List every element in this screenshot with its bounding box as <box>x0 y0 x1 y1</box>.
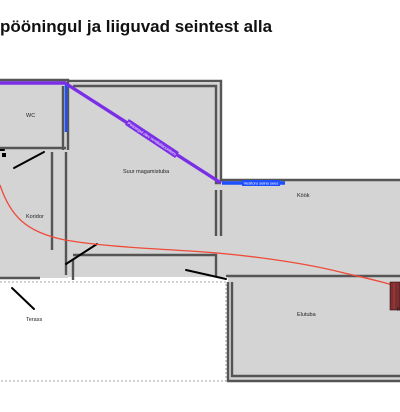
walls <box>0 78 400 383</box>
door-wc <box>13 151 45 169</box>
unit-tag: K <box>397 307 400 313</box>
fixture-mark <box>2 153 6 157</box>
wall-duct-label: Vesitoru seina sees <box>244 181 279 186</box>
cable-route <box>0 184 396 287</box>
room-label-suur-magamistuba: Suur magamistuba <box>123 169 170 175</box>
floor-kook <box>221 180 400 276</box>
unit-box <box>389 281 400 311</box>
floor-elutuba <box>228 276 400 380</box>
room-label-kook: Köök <box>297 193 310 199</box>
floor-left-wing <box>0 80 68 278</box>
room-label-wc: WC <box>26 113 35 119</box>
doors <box>0 149 227 310</box>
terrace-outline <box>0 281 227 382</box>
room-label-terass: Terass <box>26 317 42 323</box>
room-label-koridor: Koridor <box>26 214 44 220</box>
wall-duct-label-group: Vesitoru seina sees <box>242 180 280 186</box>
door-koridor <box>65 243 98 265</box>
floor-suur-magamistuba <box>68 83 221 263</box>
door-terass <box>11 287 35 310</box>
diagram-title: pööningul ja liiguvad seintest alla <box>0 17 273 36</box>
door-elutuba <box>185 269 227 280</box>
room-label-elutuba: Elutuba <box>297 312 317 318</box>
